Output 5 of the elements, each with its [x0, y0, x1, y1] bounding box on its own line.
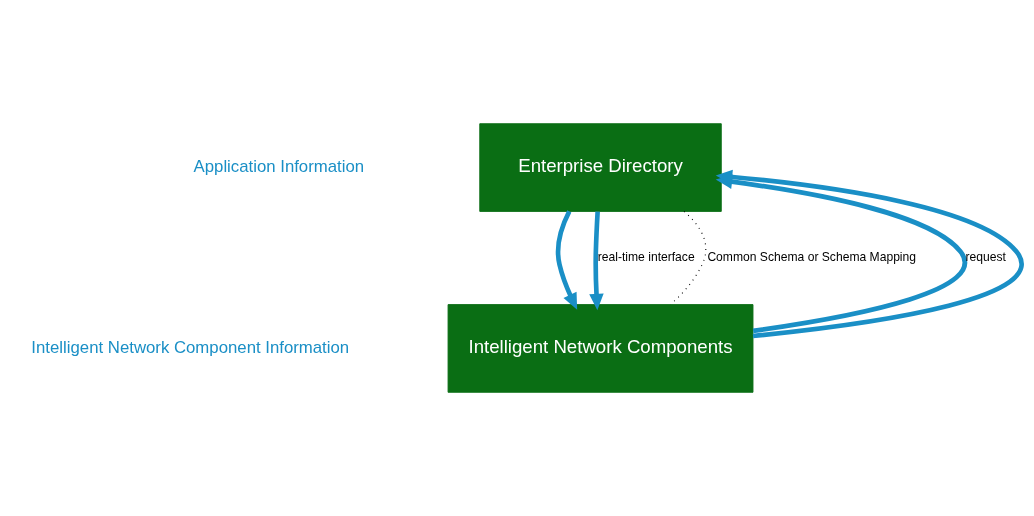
- edge-label: Common Schema or Schema Mapping: [707, 250, 917, 265]
- label: Application Information: [193, 156, 365, 176]
- edge-label: request: [965, 250, 1006, 265]
- label: Intelligent Network Component Information: [31, 337, 350, 357]
- edge-label: real-time interface: [597, 250, 695, 265]
